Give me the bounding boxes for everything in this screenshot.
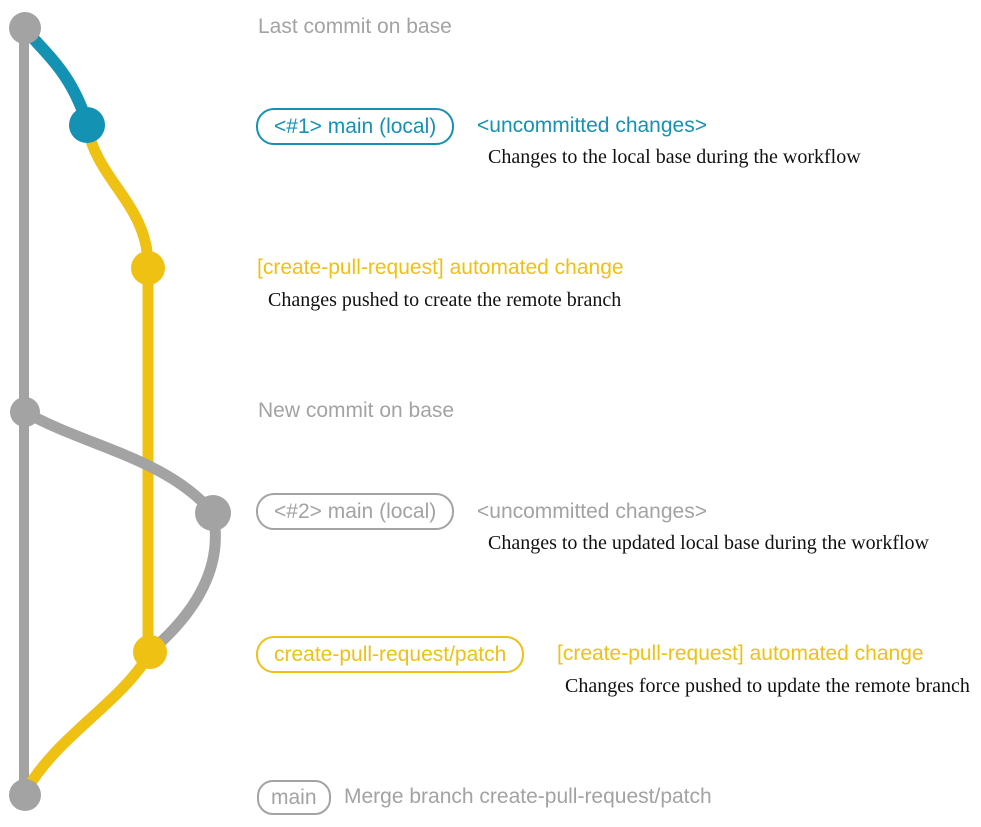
commit-graph [9,12,231,811]
commit-dot-last-base [9,12,41,44]
automated-change-desc-2: Changes force pushed to update the remot… [565,675,970,697]
commit-dot-merge [9,779,41,811]
main-local-2-reset-curve [146,508,221,656]
branch-badge-main-local-1: <#1> main (local) [256,108,455,145]
commit-dot-automated-1 [131,251,165,285]
commit-dot-new-base [10,397,40,427]
branch-badge-main: main [257,780,331,815]
last-commit-label: Last commit on base [258,15,452,38]
branch-badge-patch: create-pull-request/patch [256,636,525,673]
commit-dot-automated-2 [133,635,167,669]
commit-dot-main-2 [195,495,231,531]
uncommitted-changes-desc-1: Changes to the local base during the wor… [488,146,861,168]
patch-branch-curve-from-main [81,120,154,268]
uncommitted-changes-title-1: <uncommitted changes> [477,114,707,137]
uncommitted-changes-title-2: <uncommitted changes> [477,500,707,523]
commit-dot-main-1 [69,107,105,143]
new-commit-label: New commit on base [258,399,455,422]
uncommitted-changes-desc-2: Changes to the updated local base during… [488,532,929,554]
automated-change-title-1: [create-pull-request] automated change [257,256,624,279]
automated-change-title-2: [create-pull-request] automated change [557,642,924,665]
merge-commit-label: Merge branch create-pull-request/patch [344,785,712,808]
main-local-branch-curve [19,23,93,129]
main-local-2-branch-curve [19,406,218,518]
automated-change-desc-1: Changes pushed to create the remote bran… [268,289,622,311]
branch-badge-main-local-2: <#2> main (local) [256,493,455,530]
patch-merge-curve [20,647,156,797]
